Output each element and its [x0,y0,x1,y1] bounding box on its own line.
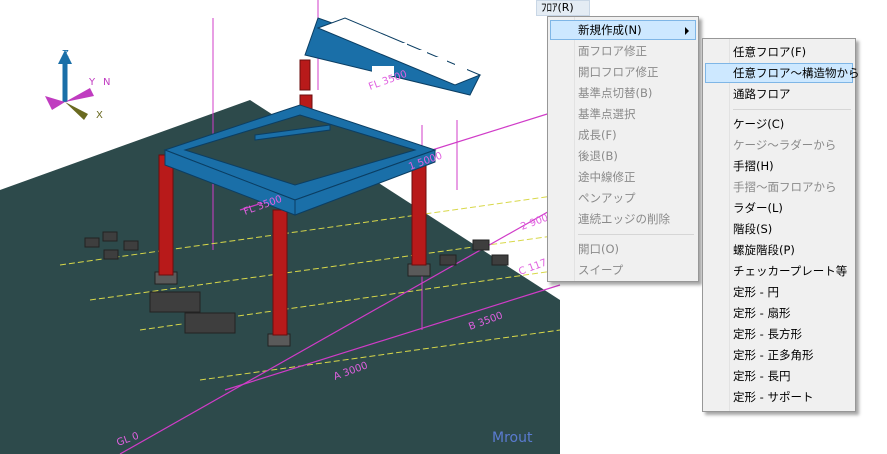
menu-item-grow[interactable]: 成長(F) [578,128,617,142]
menu-item-arbitrary-floor[interactable]: 任意フロア(F) [733,45,807,59]
menu-item-basepoint-switch[interactable]: 基準点切替(B) [578,86,653,100]
menu-item-cage[interactable]: ケージ(C) [733,117,785,131]
axis-label-x: X [96,110,103,121]
submenu-arrow-icon [685,27,689,35]
menu-gutter [548,17,575,281]
axis-label-z: Z [62,49,69,60]
grid-lines [59,194,561,381]
menu-item-shape-oval[interactable]: 定形 - 長円 [733,369,791,383]
axis-triad: Z Y N X [45,49,110,121]
menu-separator [733,109,851,110]
menu-item-opening[interactable]: 開口(O) [578,242,620,256]
menu-item-shape-regular-polygon[interactable]: 定形 - 正多角形 [733,348,814,362]
menu-item-shape-rectangle[interactable]: 定形 - 長方形 [733,327,802,341]
view-name: Mrout [492,430,533,446]
menu-item-shape-support[interactable]: 定形 - サポート [733,390,814,404]
menu-item-retreat[interactable]: 後退(B) [578,149,618,163]
menu-item-midline-edit[interactable]: 途中線修正 [578,170,636,184]
menu-item-cage-from-ladder[interactable]: ケージ～ラダーから [733,138,837,152]
axis-label-y: Y [88,77,96,88]
menu-item-stairs[interactable]: 階段(S) [733,222,773,236]
menu-item-basepoint-select[interactable]: 基準点選択 [578,107,636,121]
menu-item-handrail-from-face-floor[interactable]: 手摺～面フロアから [733,180,837,194]
menu-item-shape-circle[interactable]: 定形 - 円 [733,285,779,299]
menu-item-walkway-floor[interactable]: 通路フロア [733,87,791,101]
grating-slots [355,30,467,76]
menu-item-label: 新規作成(N) [578,23,642,37]
menu-item-face-floor-edit[interactable]: 面フロア修正 [578,44,647,58]
menu-gutter [703,39,730,411]
floor-menu: 新規作成(N) 面フロア修正 開口フロア修正 基準点切替(B) 基準点選択 成長… [547,16,699,282]
menu-item-arbitrary-floor-from-structure[interactable]: 任意フロア～構造物から [705,63,860,83]
menu-item-shape-sector[interactable]: 定形 - 扇形 [733,306,791,320]
menubar-floor[interactable]: ﾌﾛｱ(R) [536,0,590,16]
steel-frame [163,17,482,216]
new-submenu: 任意フロア(F) 任意フロア～構造物から 通路フロア ケージ(C) ケージ～ラダ… [702,38,860,412]
menu-item-delete-edges[interactable]: 連続エッジの削除 [578,212,670,226]
menu-item-handrail[interactable]: 手摺(H) [733,159,774,173]
menu-item-checker-plate[interactable]: チェッカープレート等 [733,264,848,278]
menu-item-spiral-stairs[interactable]: 螺旋階段(P) [733,243,795,257]
menu-item-sweep[interactable]: スイープ [578,263,624,277]
axis-label-n: N [103,77,110,88]
menu-item-ladder[interactable]: ラダー(L) [733,201,783,215]
menu-item-opening-floor-edit[interactable]: 開口フロア修正 [578,65,659,79]
menu-separator [578,234,694,235]
menu-item-pen-up[interactable]: ペンアップ [578,191,636,205]
menu-item-new[interactable]: 新規作成(N) [550,20,696,40]
